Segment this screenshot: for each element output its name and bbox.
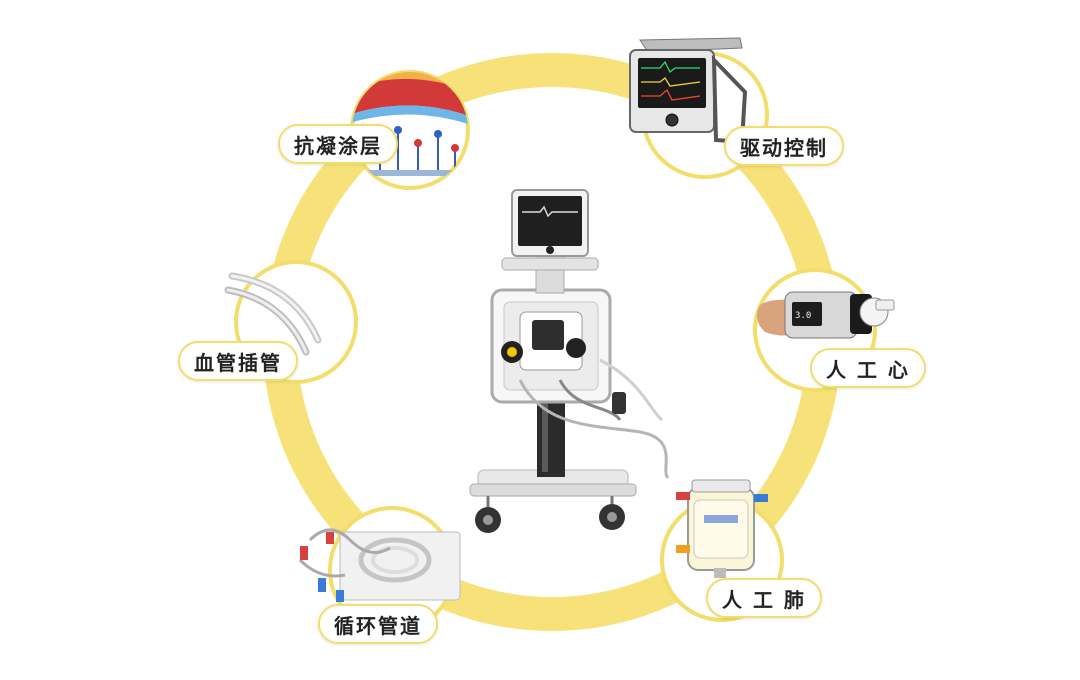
svg-text:3.0: 3.0 <box>795 311 811 321</box>
label-anticoag: 抗凝涂层 <box>278 124 398 164</box>
tubing-circuit-icon <box>298 528 461 602</box>
drive-console-icon <box>629 37 748 145</box>
label-heart: 人 工 心 <box>810 348 926 388</box>
label-lung: 人 工 肺 <box>706 578 822 618</box>
label-cannula: 血管插管 <box>178 341 298 381</box>
cannula-icon <box>224 272 322 356</box>
label-circuit: 循环管道 <box>318 604 438 644</box>
ecmo-cart-icon <box>469 189 670 533</box>
oxygenator-icon <box>676 479 768 578</box>
blood-pump-icon: 3.0 <box>756 291 895 339</box>
node-circuit <box>298 506 461 634</box>
label-drive: 驱动控制 <box>724 126 844 166</box>
